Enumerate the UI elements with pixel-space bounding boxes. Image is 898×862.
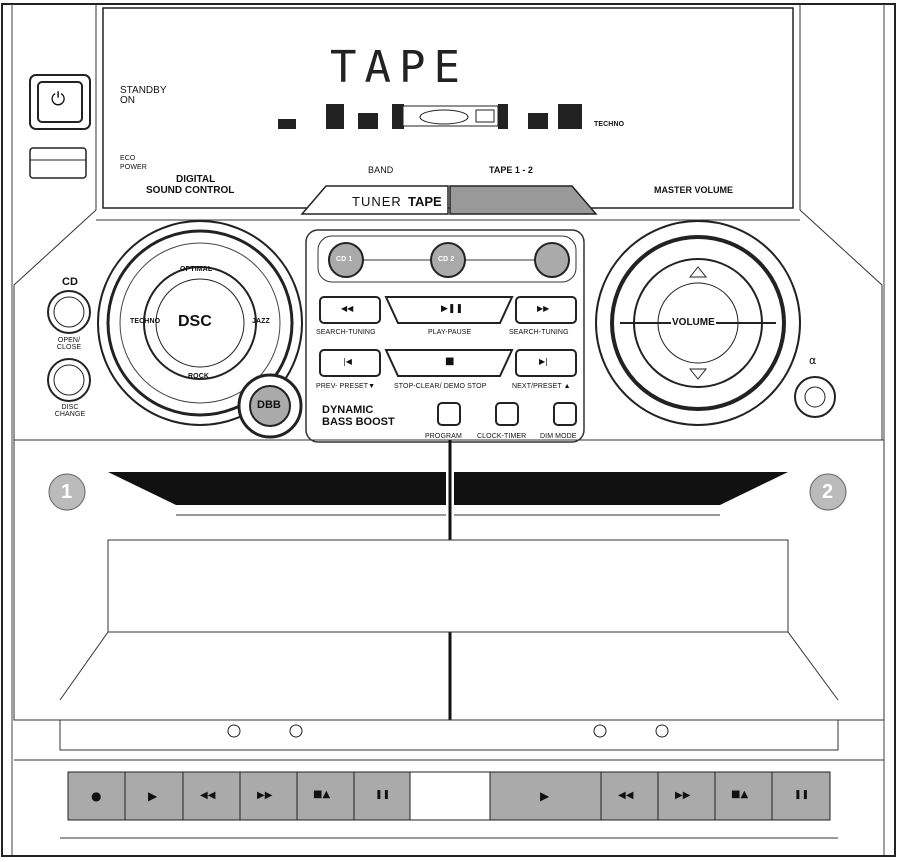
deck1-pause-icon: ❚❚ <box>375 790 391 800</box>
tuner-label: TUNER <box>352 194 402 209</box>
cd-open-close-button[interactable] <box>48 291 90 333</box>
search-tuning-left-label: SEARCH-TUNING <box>316 329 376 336</box>
headphones-icon: ⍺ <box>809 354 817 367</box>
deck1-door[interactable] <box>108 515 446 632</box>
search-tuning-right-label: SEARCH-TUNING <box>509 329 569 336</box>
ffwd-icon: ▶▶ <box>537 304 550 313</box>
prev-preset-label: PREV- PRESET▼ <box>316 383 376 390</box>
play-icon: ▶ <box>148 789 158 803</box>
stop-clear-label: STOP-CLEAR/ DEMO STOP <box>394 383 487 390</box>
deck1-badge: 1 <box>61 481 73 503</box>
next-preset-label: NEXT/PRESET ▲ <box>512 383 571 390</box>
power-label: POWER <box>120 164 147 171</box>
power-icon: ⏻ <box>51 89 66 110</box>
disc-change-label: DISC CHANGE <box>54 404 86 418</box>
band-label: BAND <box>368 165 394 175</box>
tape-label: TAPE <box>408 194 442 209</box>
optimal-label: OPTIMAL <box>180 266 213 273</box>
program-button[interactable] <box>438 403 460 425</box>
next-icon: ▶| <box>539 357 548 366</box>
dynamic-label: DYNAMIC <box>322 404 374 416</box>
tuner-tape-selector[interactable] <box>302 186 596 214</box>
tape12-label: TAPE 1 - 2 <box>489 165 533 175</box>
eco-power-button[interactable] <box>30 148 86 178</box>
rewind-icon: ◀◀ <box>341 304 354 313</box>
dsc-label: DSC <box>178 313 212 330</box>
dim-mode-button[interactable] <box>554 403 576 425</box>
deck2-play-icon: ▶ <box>540 789 550 803</box>
prev-icon: |◀ <box>343 357 352 366</box>
dbb-label: DBB <box>257 399 281 411</box>
play-pause-label: PLAY-PAUSE <box>428 329 472 336</box>
deck1-rewind-icon: ◀◀ <box>200 790 216 801</box>
deck1-stop-eject-icon: ■▲ <box>313 789 331 800</box>
master-volume-label: MASTER VOLUME <box>654 185 734 195</box>
techno-ring-label: TECHNO <box>130 318 161 325</box>
standby-label: STANDBY <box>120 85 167 96</box>
cd2-label: CD 2 <box>438 256 455 263</box>
deck2-badge: 2 <box>822 481 834 503</box>
rock-label: ROCK <box>188 373 210 380</box>
cd-label: CD <box>62 276 78 288</box>
clock-timer-button[interactable] <box>496 403 518 425</box>
open-close-label: OPEN/ CLOSE <box>56 337 82 351</box>
stop-icon: ■ <box>445 356 455 367</box>
bass-boost-label: BASS BOOST <box>322 416 395 428</box>
display-mode-text: TAPE <box>330 42 468 93</box>
cd1-label: CD 1 <box>336 256 353 263</box>
play-pause-icon: ▶❚❚ <box>441 304 464 314</box>
cd3-button[interactable] <box>535 243 569 277</box>
eco-label: ECO <box>120 155 136 162</box>
disc-change-button[interactable] <box>48 359 90 401</box>
deck2-rewind-icon: ◀◀ <box>618 790 634 801</box>
program-label: PROGRAM <box>425 433 462 440</box>
digital-label: DIGITAL <box>176 174 216 185</box>
clock-timer-label: CLOCK-TIMER <box>477 433 527 440</box>
display-techno: TECHNO <box>594 121 625 128</box>
dim-mode-label: DIM MODE <box>540 433 577 440</box>
record-icon: ● <box>91 789 102 803</box>
volume-label: VOLUME <box>671 317 716 328</box>
deck2-pause-icon: ❚❚ <box>794 790 810 800</box>
deck2-ffwd-icon: ▶▶ <box>675 790 691 801</box>
on-label: ON <box>120 95 135 106</box>
deck2-stop-eject-icon: ■▲ <box>731 789 749 800</box>
headphones-jack <box>795 377 835 417</box>
deck2-door[interactable] <box>454 515 788 632</box>
jazz-label: JAZZ <box>252 318 270 325</box>
deck1-ffwd-icon: ▶▶ <box>257 790 273 801</box>
sound-control-label: SOUND CONTROL <box>146 185 235 196</box>
